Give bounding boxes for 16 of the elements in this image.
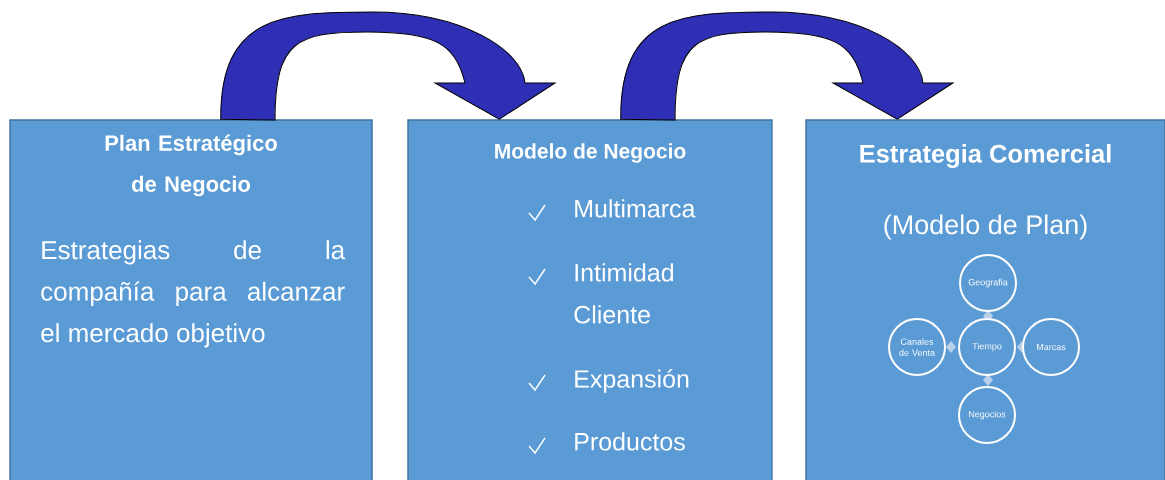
circle-node: Marcas: [1022, 318, 1080, 376]
panel-heading: Modelo de Negocio: [495, 143, 686, 163]
panel-subheading: (Modelo de Plan): [884, 214, 1087, 240]
checklist-item: Expansión: [528, 369, 689, 393]
circle-node: Tiempo: [958, 318, 1016, 376]
checklist-item: Productos: [528, 432, 685, 455]
panel-heading: Plan Estratégico de Negocio: [105, 134, 277, 197]
circle-node: Negocios: [958, 386, 1016, 444]
curved-arrow: [220, 11, 556, 121]
panel-text: Estrategias de la compañía para alcanzar el mercado objetivo: [41, 240, 346, 348]
circle-node: Canales de Venta: [888, 318, 946, 376]
checklist-item: Multimarca: [528, 199, 696, 222]
checklist-item: Intimidad Cliente: [528, 263, 674, 324]
curved-arrow: [620, 11, 954, 121]
panel-heading: Estrategia Comercial: [860, 144, 1111, 168]
circle-node: Geografia: [959, 254, 1017, 312]
